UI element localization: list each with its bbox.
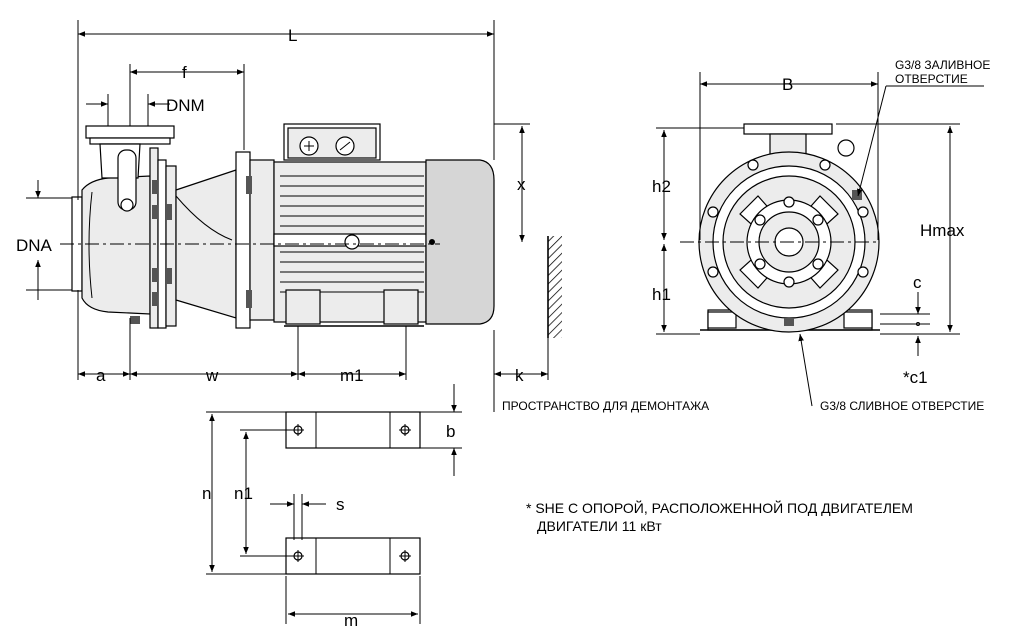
dim-x-label: x	[517, 175, 526, 194]
dim-L-label: L	[288, 26, 297, 45]
footnote-line2: ДВИГАТЕЛИ 11 кВт	[537, 518, 662, 534]
dim-s-label: s	[336, 495, 345, 514]
motor	[235, 123, 495, 329]
dim-m1-label: m1	[340, 366, 364, 385]
dim-f-label: f	[182, 63, 187, 82]
side-view-dimensions	[26, 20, 549, 412]
base-plan-dimensions	[206, 384, 462, 624]
dim-n-label: n	[202, 484, 211, 503]
dim-b-label: b	[446, 422, 455, 441]
footnote-line1: * SHE С ОПОРОЙ, РАСПОЛОЖЕННОЙ ПОД ДВИГАТ…	[526, 499, 913, 516]
dim-c1-label: *c1	[903, 368, 928, 387]
front-view-dimensions	[656, 72, 984, 407]
dim-DNA-label: DNA	[16, 236, 53, 255]
dim-k-label: k	[515, 366, 524, 385]
dim-a-label: a	[96, 366, 106, 385]
dismantle-space-note: ПРОСТРАНСТВО ДЛЯ ДЕМОНТАЖА	[502, 399, 709, 413]
dim-Hmax-label: Hmax	[920, 221, 965, 240]
dim-B-label: B	[782, 75, 793, 94]
dim-DNM-label: DNM	[166, 96, 205, 115]
fill-port-note-line2: ОТВЕРСТИЕ	[895, 72, 968, 86]
front-bolt-holes	[707, 159, 869, 288]
side-view: L f DNM DNA x a w m1 k ПРОСТРАНСТВО ДЛЯ …	[16, 20, 709, 413]
pump-casing	[71, 125, 237, 329]
casing-bolts	[130, 180, 172, 324]
fill-port-note-line1: G3/8 ЗАЛИВНОЕ	[895, 58, 990, 72]
dim-h1-label: h1	[652, 285, 671, 304]
drain-port-note: G3/8 СЛИВНОЕ ОТВЕРСТИЕ	[820, 399, 984, 413]
dim-m-label: m	[344, 611, 358, 630]
dim-w-label: w	[205, 366, 219, 385]
base-plan-view: b n n1 s m	[202, 384, 462, 630]
motor-fins	[280, 175, 424, 293]
dim-c-label: c	[913, 273, 922, 292]
dim-h2-label: h2	[652, 177, 671, 196]
dim-n1-label: n1	[234, 484, 253, 503]
front-view: B h2 h1 Hmax c *c1 G3/8 ЗАЛИВНОЕ ОТВЕРСТ…	[652, 58, 990, 413]
